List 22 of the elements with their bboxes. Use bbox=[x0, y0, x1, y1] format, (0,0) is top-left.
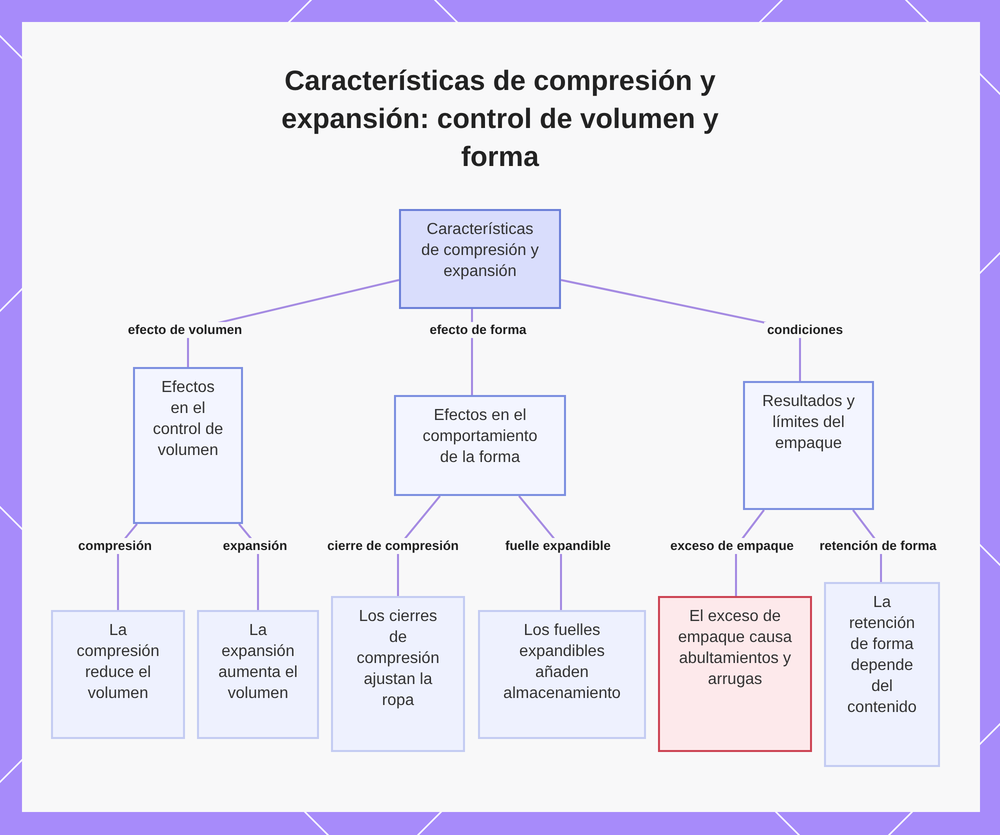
category-box bbox=[394, 395, 566, 496]
box-text: Los cierres de compresión ajustan la ropa bbox=[356, 607, 440, 711]
box-text: Resultados y límites del empaque bbox=[761, 392, 856, 454]
detail-box bbox=[51, 610, 185, 739]
category-box bbox=[743, 381, 874, 510]
box-text: La expansión aumenta el volumen bbox=[217, 621, 299, 704]
detail-box bbox=[824, 582, 940, 767]
detail-box bbox=[478, 610, 646, 739]
topic-box bbox=[399, 209, 561, 309]
box-text: Efectos en el control de volumen bbox=[152, 378, 224, 461]
detail-box bbox=[331, 596, 465, 752]
box-text: El exceso de empaque causa abultamientos y arrugas bbox=[677, 607, 793, 690]
box-text: La compresión reduce el volumen bbox=[76, 621, 160, 704]
detail-box bbox=[197, 610, 319, 739]
box-text: Los fuelles expandibles añaden almacenamiento bbox=[502, 621, 622, 704]
box-text: Efectos en el comportamiento de la forma bbox=[422, 406, 538, 468]
warning-box bbox=[658, 596, 812, 752]
category-box bbox=[133, 367, 243, 524]
box-text: La retención de forma depende del contenido bbox=[846, 593, 918, 718]
diagram-title: Características de compresión y expansión: control de volumen y forma bbox=[280, 64, 720, 174]
box-text: Características de compresión y expansión bbox=[420, 220, 540, 282]
connector-line bbox=[518, 495, 562, 610]
